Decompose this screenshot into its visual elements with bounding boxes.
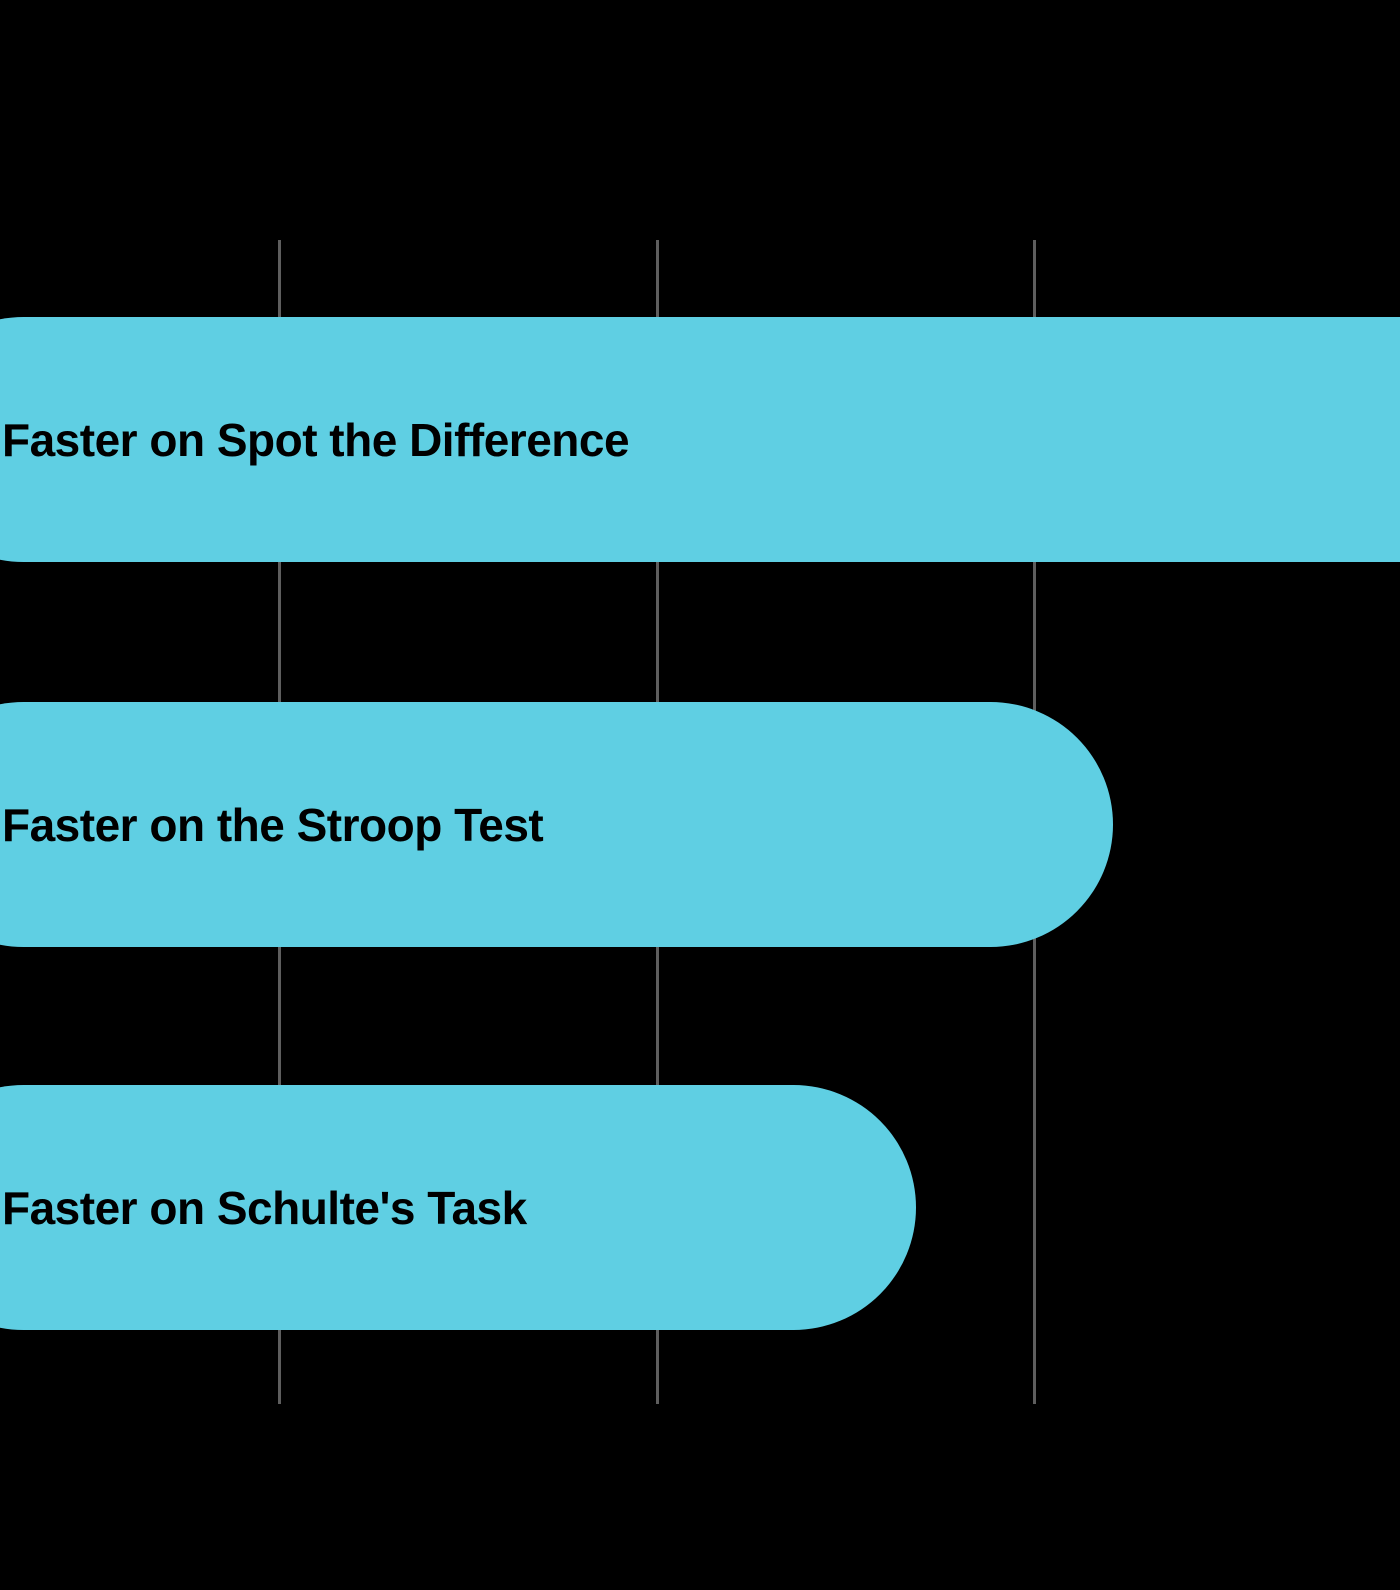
bar-label-spot-the-difference: Faster on Spot the Difference bbox=[2, 413, 630, 466]
bar-schultes-task: Faster on Schulte's Task bbox=[0, 1085, 916, 1330]
bar-spot-the-difference: Faster on Spot the Difference bbox=[0, 317, 1400, 562]
bar-stroop-test: Faster on the Stroop Test bbox=[0, 702, 1113, 947]
bar-label-stroop-test: Faster on the Stroop Test bbox=[2, 798, 544, 851]
bar-label-schultes-task: Faster on Schulte's Task bbox=[2, 1181, 527, 1234]
